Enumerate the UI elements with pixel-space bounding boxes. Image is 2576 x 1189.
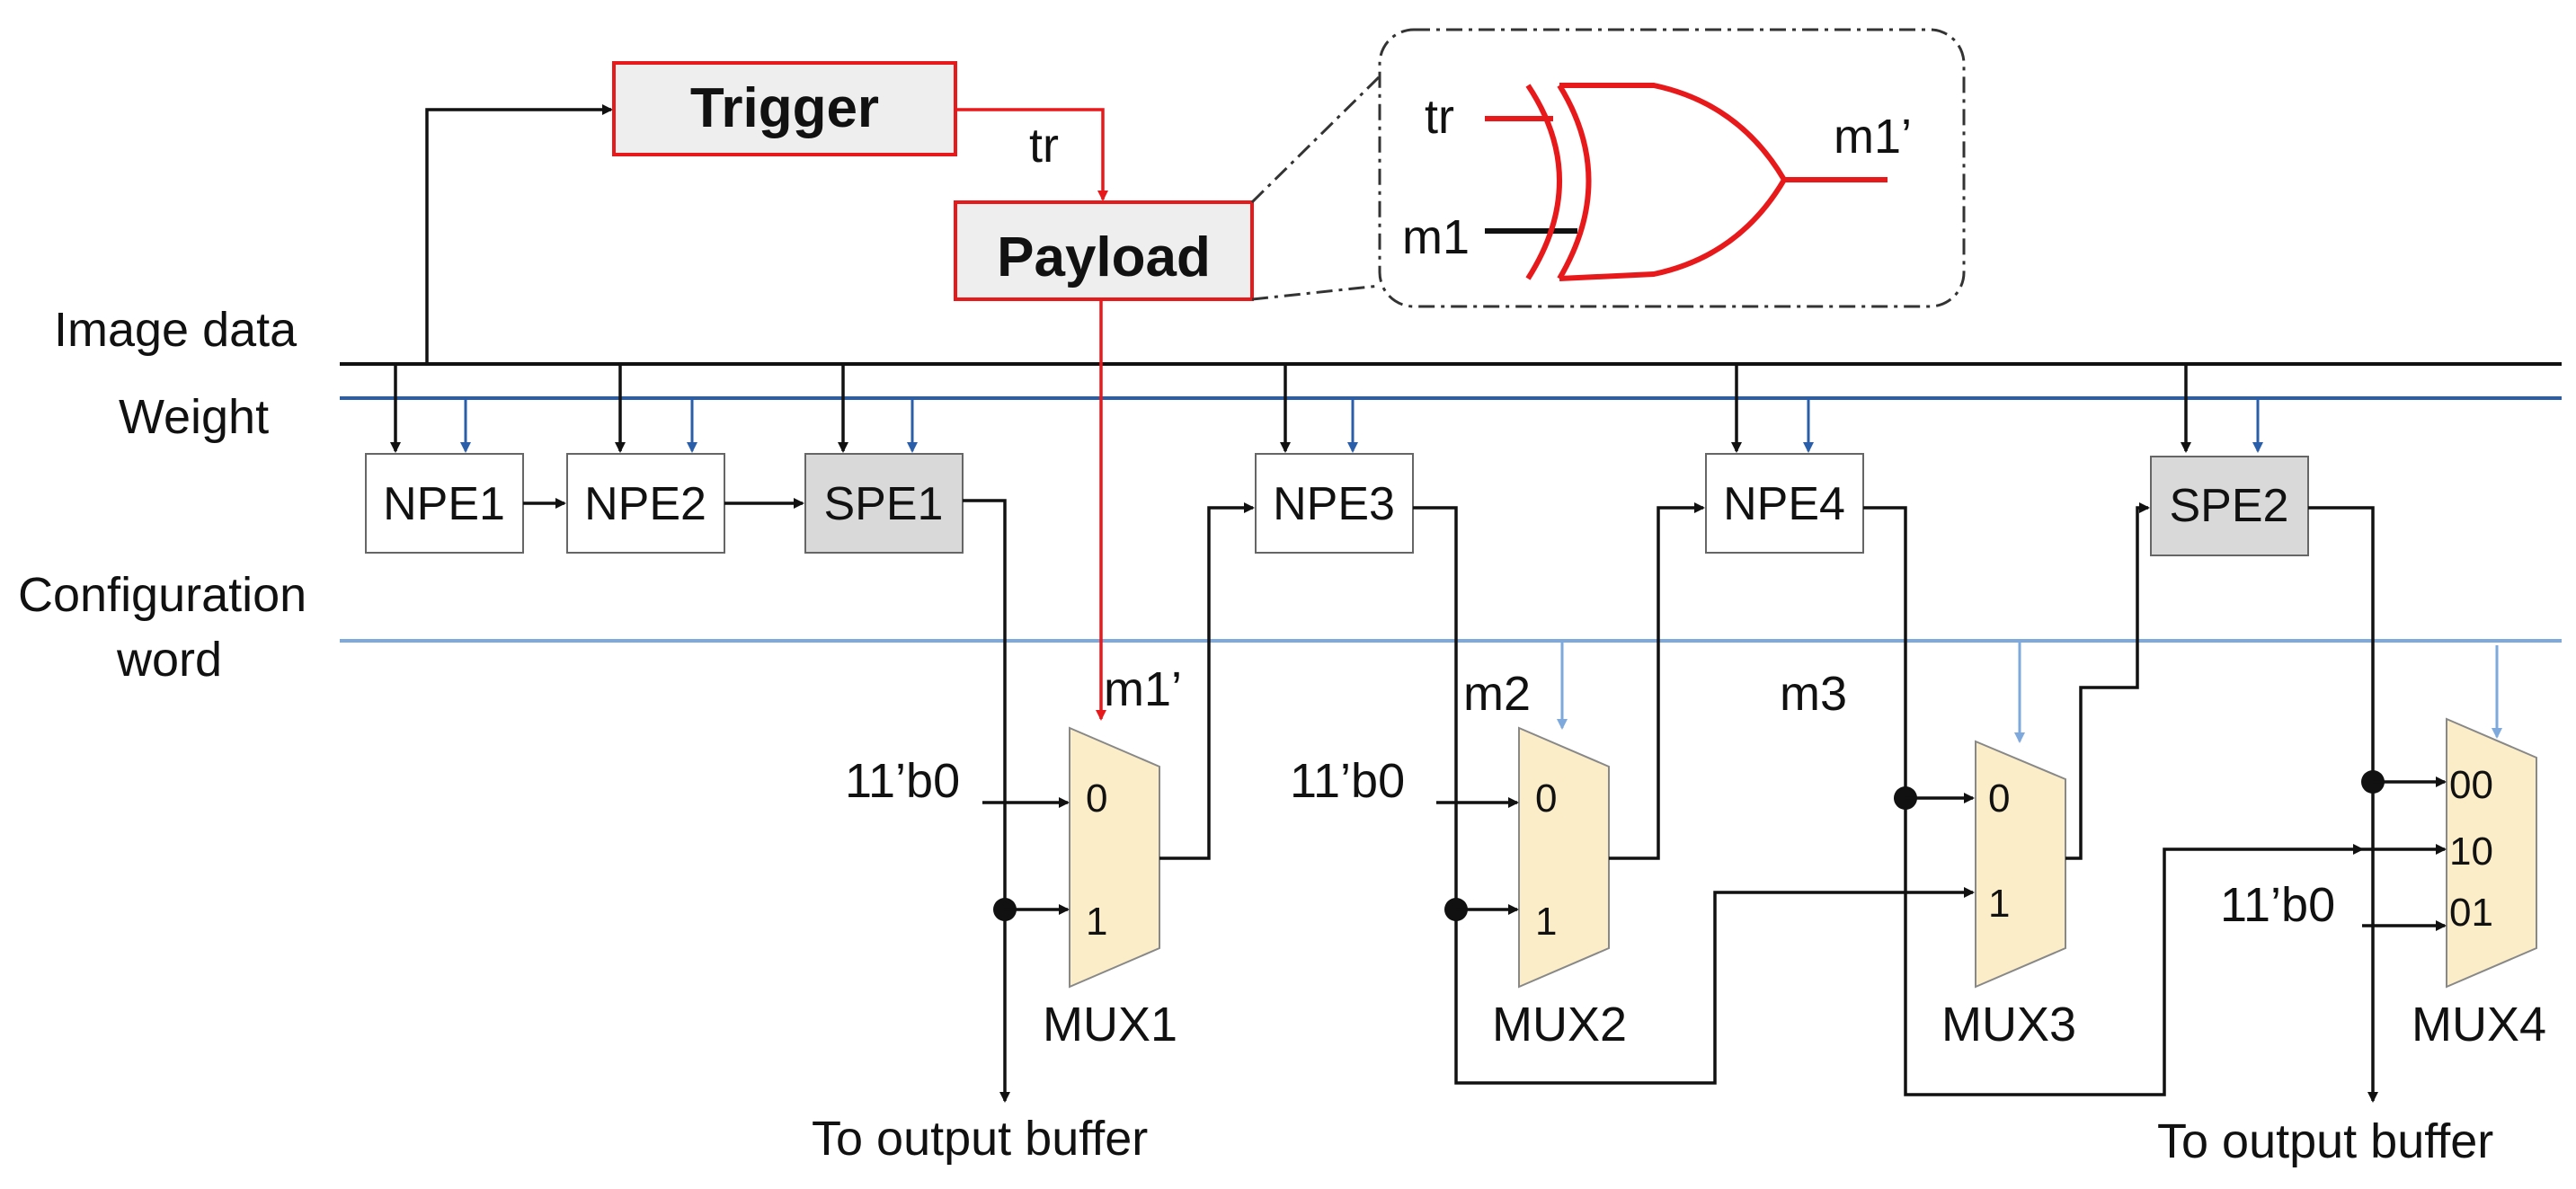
npe2-block [566, 453, 725, 554]
mux4-shape [2446, 717, 2537, 989]
spe2-label: SPE2 [2170, 480, 2289, 532]
spe1-output-wire [963, 499, 1010, 1103]
mux4-label: MUX4 [2412, 998, 2546, 1051]
inset-tr-label: tr [1425, 90, 1454, 144]
mux2-shape [1518, 726, 1610, 989]
inset-m1-label: m1 [1402, 210, 1470, 264]
npe2-label: NPE2 [584, 478, 706, 530]
spe2-block [2150, 456, 2309, 556]
config-word-label-1: Configuration [18, 568, 306, 622]
const-zero-mux2: 11’b0 [1290, 754, 1405, 808]
mux2-to-npe4-wire [1609, 502, 1705, 860]
mux1-to-npe3-wire [1159, 502, 1255, 860]
m1-prime-label: m1’ [1104, 662, 1182, 716]
mux3-label: MUX3 [1941, 998, 2076, 1051]
output-buffer-left: To output buffer [812, 1112, 1148, 1166]
npe4-block [1705, 453, 1864, 554]
spe1-block [804, 453, 964, 554]
const-zero-mux4: 11’b0 [2220, 878, 2335, 932]
npe3-output-wire [1413, 506, 1975, 1085]
inset-m1-prime-label: m1’ [1834, 110, 1912, 164]
mux4-in1-label: 10 [2449, 830, 2493, 874]
mux1-label: MUX1 [1043, 998, 1177, 1051]
m3-label: m3 [1780, 667, 1847, 721]
mux2-in1-label: 1 [1535, 900, 1557, 944]
mux3-in0-label: 0 [1988, 776, 2010, 821]
mux1-shape [1069, 726, 1160, 989]
mux3-shape [1975, 740, 2066, 989]
const-zero-mux1: 11’b0 [845, 754, 960, 808]
m2-label: m2 [1463, 667, 1531, 721]
mux1-in0-label: 0 [1086, 776, 1107, 821]
tr-label: tr [1029, 119, 1059, 173]
mux3-in1-label: 1 [1988, 882, 2010, 926]
spe2-output-wire [2308, 506, 2378, 1103]
mux2-label: MUX2 [1492, 998, 1627, 1051]
config-word-label-2: word [116, 633, 222, 687]
npe4-label: NPE4 [1723, 478, 1845, 530]
output-buffer-right: To output buffer [2157, 1114, 2493, 1168]
inset-box [1378, 28, 1966, 308]
npe4-output-wire [1863, 506, 2364, 1096]
npe3-label: NPE3 [1273, 478, 1395, 530]
npe1-block [365, 453, 524, 554]
npe1-label: NPE1 [383, 478, 505, 530]
image-data-label: Image data [54, 303, 298, 357]
trigger-block [612, 61, 957, 156]
mux4-in2-label: 01 [2449, 891, 2493, 935]
zoom-line-bottom [1251, 284, 1381, 301]
mux2-in0-label: 0 [1535, 776, 1557, 821]
tr-wire [955, 108, 1108, 201]
weight-label: Weight [119, 390, 269, 444]
mux4-in0-label: 00 [2449, 763, 2493, 807]
payload-label: Payload [997, 226, 1211, 288]
image-to-trigger-wire [425, 104, 613, 364]
zoom-line-top [1250, 75, 1381, 204]
npe3-block [1255, 453, 1414, 554]
mux3-to-spe2-wire [2065, 502, 2150, 860]
spe1-label: SPE1 [824, 478, 944, 530]
payload-block [954, 200, 1254, 301]
xor-gate-icon [1525, 83, 1788, 281]
mux1-in1-label: 1 [1086, 900, 1107, 944]
trigger-label: Trigger [690, 77, 879, 139]
